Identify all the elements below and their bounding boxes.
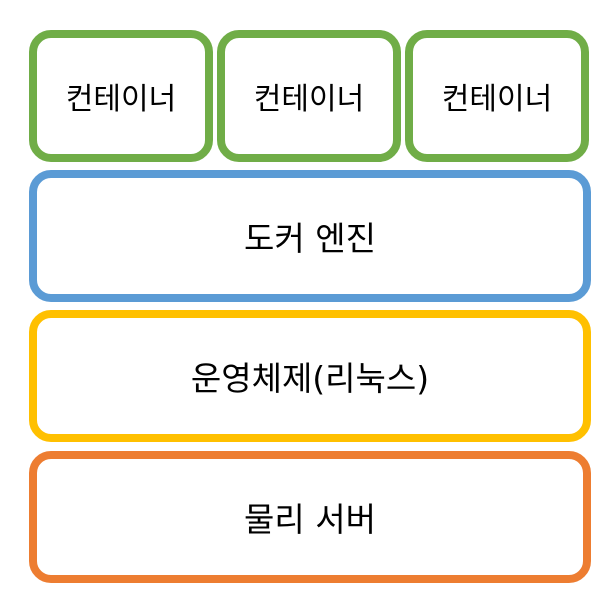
physical-server-label: 물리 서버 (244, 500, 376, 539)
container-box-1: 컨테이너 (29, 30, 213, 162)
operating-system-label: 운영체제(리눅스) (190, 359, 430, 398)
physical-server-layer: 물리 서버 (29, 451, 591, 583)
operating-system-layer: 운영체제(리눅스) (29, 310, 591, 442)
container-label: 컨테이너 (441, 82, 553, 117)
container-label: 컨테이너 (65, 82, 177, 117)
docker-engine-label: 도커 엔진 (244, 219, 376, 258)
docker-engine-layer: 도커 엔진 (29, 170, 591, 302)
container-box-3: 컨테이너 (405, 30, 589, 162)
container-label: 컨테이너 (253, 82, 365, 117)
container-box-2: 컨테이너 (217, 30, 401, 162)
